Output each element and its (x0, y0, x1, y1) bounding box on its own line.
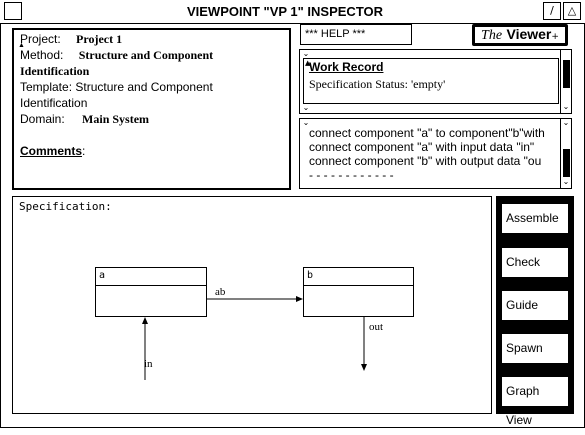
spawn-button[interactable]: Spawn (501, 333, 569, 364)
graph-view-button[interactable]: Graph View (501, 376, 569, 427)
scrollbar-thumb[interactable] (563, 60, 570, 88)
project-label: Project: (20, 32, 61, 46)
method-value-cont: Identification (20, 64, 90, 78)
guide-button[interactable]: Guide (501, 290, 569, 321)
component-a[interactable]: a (95, 267, 207, 317)
domain-line: Domain: Main System (20, 111, 149, 127)
scroll-down-icon[interactable]: ⌄ (562, 177, 570, 186)
work-record-pane[interactable]: ⌄ ▲ Work Record Specification Status: 'e… (299, 49, 572, 114)
scroll-down-icon[interactable]: ⌄ (562, 102, 570, 111)
maximize-button[interactable]: △ (563, 2, 581, 20)
flow-label-in: in (144, 358, 153, 370)
iconify-button[interactable]: / (543, 2, 561, 20)
specification-status: Specification Status: 'empty' (309, 77, 446, 91)
comments-line[interactable]: Comments: (20, 144, 86, 158)
log-line: connect component "a" with input data "i… (309, 140, 535, 154)
scroll-up-icon[interactable]: ⌄ (302, 118, 310, 127)
log-line: connect component "a" to component"b"wit… (309, 126, 545, 140)
component-divider (96, 285, 206, 286)
log-line: connect component "b" with output data "… (309, 154, 542, 168)
command-log: connect component "a" to component"b"wit… (309, 126, 557, 184)
logo-the: The (481, 28, 503, 43)
domain-label: Domain: (20, 112, 65, 126)
logo-plus: + (551, 32, 559, 42)
work-record-content: ▲ Work Record Specification Status: 'emp… (303, 58, 559, 104)
caret-icon: ▲ (18, 42, 25, 49)
scroll-up-icon[interactable]: ⌄ (562, 118, 570, 127)
triangle-up-icon: △ (567, 4, 577, 17)
component-name: a (99, 270, 106, 281)
slash-icon: / (550, 4, 554, 17)
project-info-panel[interactable]: ▲ Project: Project 1 Method: Structure a… (12, 28, 291, 190)
method-value: Structure and Component (78, 48, 214, 62)
work-record-title: Work Record (309, 60, 384, 74)
action-button-column: Assemble Check Guide Spawn Graph View (496, 196, 574, 427)
help-button[interactable]: *** HELP *** (300, 24, 412, 45)
template-line-cont: Identification (20, 96, 88, 110)
caret-icon: ▲ (305, 59, 311, 67)
component-b[interactable]: b (303, 267, 414, 317)
viewer-logo: The Viewer+ (472, 24, 568, 46)
flow-arrows (142, 296, 367, 380)
flow-label-ab: ab (215, 286, 226, 298)
command-log-scrollbar[interactable]: ⌄ ⌄ (560, 119, 572, 188)
method-line: Method: Structure and Component (20, 47, 213, 63)
specification-canvas[interactable]: Specification: a b ab in out (12, 196, 492, 414)
window-title: VIEWPOINT "VP 1" INSPECTOR (186, 4, 384, 19)
component-divider (304, 285, 413, 286)
window-menu-button[interactable] (4, 2, 22, 20)
title-bar[interactable]: VIEWPOINT "VP 1" INSPECTOR / △ (0, 0, 585, 24)
logo-viewer: Viewer (506, 26, 552, 42)
check-button[interactable]: Check (501, 247, 569, 278)
scroll-up-icon[interactable]: ⌄ (302, 49, 310, 58)
flow-out-arrowhead (361, 364, 367, 371)
domain-value: Main System (82, 112, 150, 126)
project-line: Project: Project 1 (20, 31, 122, 47)
template-line: Template: Structure and Component (20, 80, 213, 94)
log-line: - - - - - - - - - - - - (309, 168, 394, 182)
work-record-scrollbar[interactable]: ⌄ (560, 50, 572, 113)
project-value: Project 1 (76, 32, 123, 46)
command-log-pane[interactable]: ⌄ connect component "a" to component"b"w… (299, 118, 572, 189)
comments-label: Comments (20, 144, 83, 158)
assemble-button[interactable]: Assemble (501, 203, 569, 234)
component-name: b (307, 270, 314, 281)
flow-in-arrowhead (142, 317, 148, 324)
scroll-down-icon[interactable]: ⌄ (302, 103, 310, 112)
scrollbar-thumb[interactable] (563, 149, 570, 177)
specification-label: Specification: (19, 200, 112, 213)
flow-ab-arrowhead (296, 296, 303, 302)
flow-label-out: out (369, 321, 384, 333)
method-label: Method: (20, 48, 64, 62)
